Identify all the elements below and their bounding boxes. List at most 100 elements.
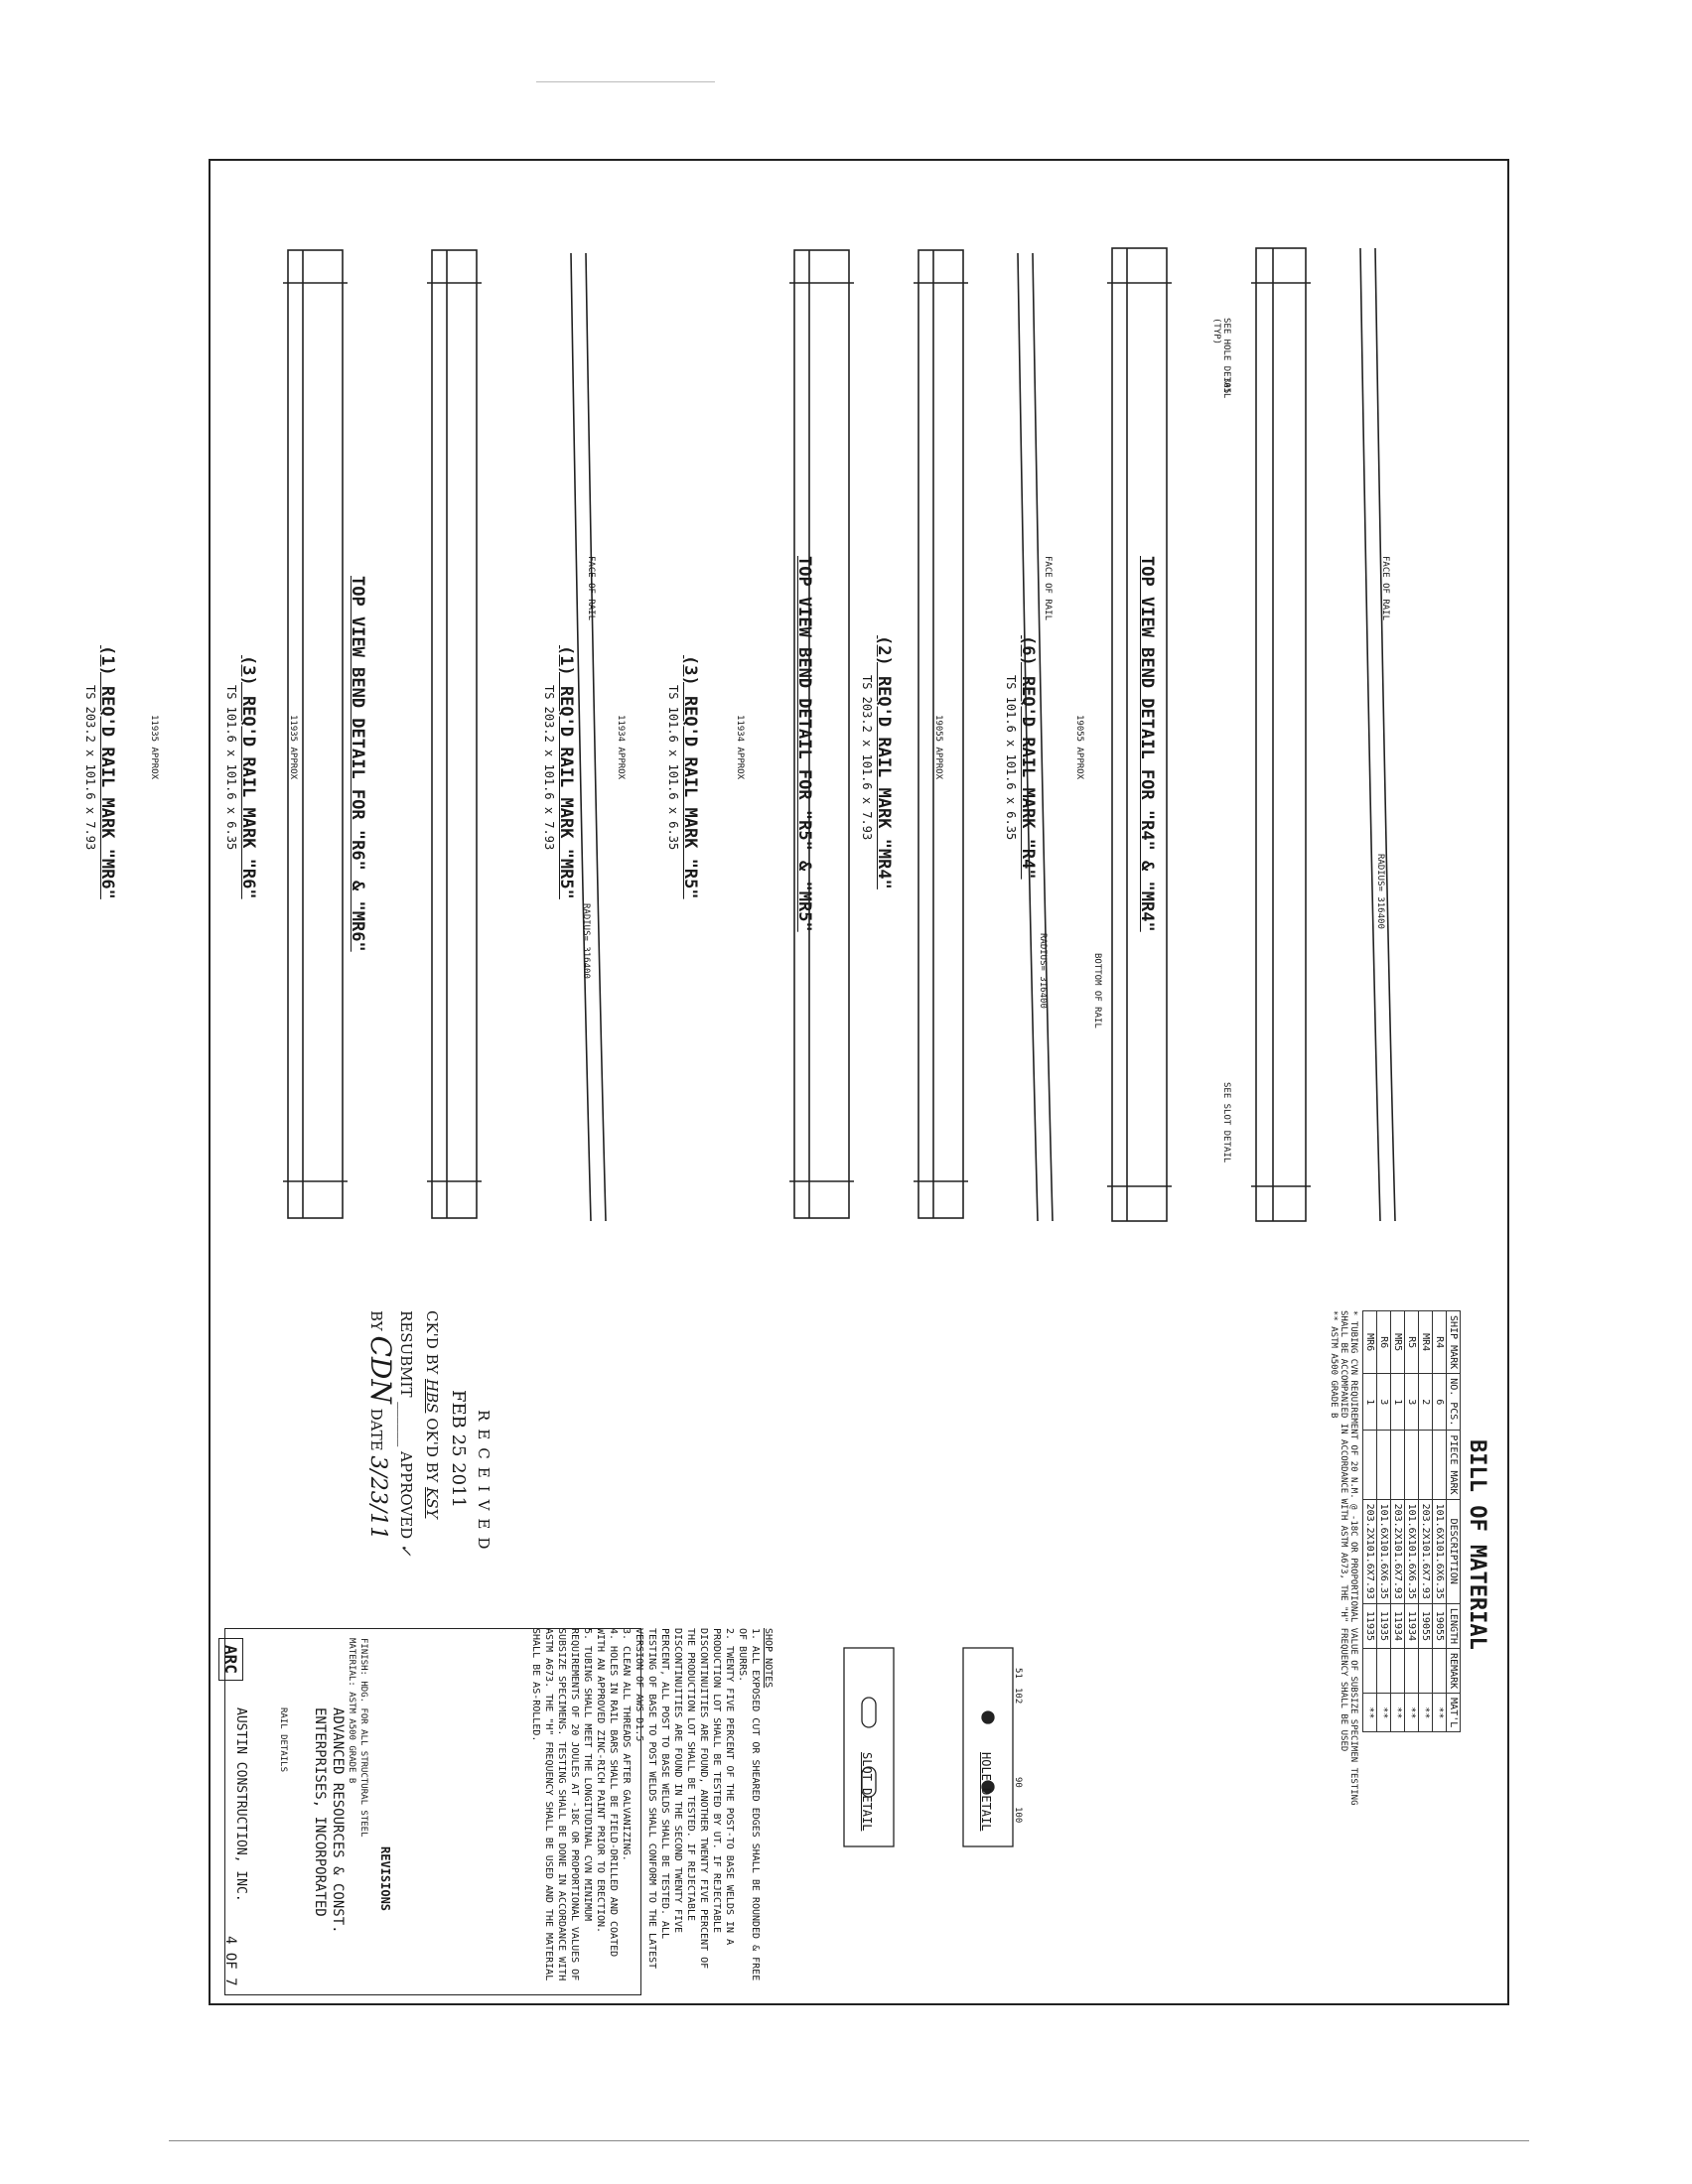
stamp-ckd-label: CK'D BY bbox=[423, 1310, 441, 1375]
rail-size-mr5: TS 203.2 x 101.6 x 7.93 bbox=[542, 685, 556, 851]
stamp-okd-label: OK'D BY bbox=[423, 1418, 441, 1483]
company-line-1: ADVANCED RESOURCES & CONST. bbox=[330, 1707, 346, 1934]
drawing-border bbox=[209, 159, 1509, 2005]
finish-block: FINISH: HDG. FOR ALL STRUCTURAL STEEL MA… bbox=[347, 1638, 368, 1838]
rail-size-r4: TS 101.6 x 101.6 x 6.35 bbox=[1004, 675, 1018, 841]
bom-header-remark: REMARK bbox=[1446, 1648, 1461, 1694]
bom-header-piecemark: PIECE MARK bbox=[1446, 1430, 1461, 1500]
dim-102: 102 bbox=[1013, 1688, 1023, 1705]
sheet-number: 4 OF 7 bbox=[222, 1936, 238, 1986]
rail-length-mr6: 11935 APPROX bbox=[149, 715, 159, 780]
bend-curve-r6 bbox=[585, 252, 607, 1222]
stamp-date-label: DATE bbox=[367, 1408, 385, 1451]
stamp-okd-value: KSY bbox=[423, 1487, 441, 1519]
face-of-rail-r5: FACE OF RAIL bbox=[1043, 556, 1053, 621]
rail-mr4 bbox=[1111, 247, 1168, 1222]
rail-elevations bbox=[283, 247, 1396, 1222]
shop-notes-title: SHOP NOTES bbox=[763, 1628, 774, 1689]
rail-length-r5: 11934 APPROX bbox=[735, 715, 745, 780]
rail-size-mr6: TS 203.2 x 101.6 x 7.93 bbox=[83, 685, 97, 851]
shop-note-1: 1. ALL EXPOSED CUT OR SHEARED EDGES SHAL… bbox=[737, 1628, 761, 1981]
dim-51: 51 bbox=[1013, 1668, 1023, 1679]
rail-mark-mr4: (2) REQ'D RAIL MARK "MR4" bbox=[874, 635, 894, 889]
dim-90: 90 bbox=[1013, 1777, 1023, 1788]
rail-mark-mr5: (1) REQ'D RAIL MARK "MR5" bbox=[556, 645, 576, 899]
scan-artifact-bottom bbox=[169, 2140, 1529, 2141]
bend-title-r5: TOP VIEW BEND DETAIL FOR "R5" & "MR5" bbox=[794, 556, 814, 932]
logo: ARC bbox=[218, 1638, 243, 1681]
rail-mark-r5: (3) REQ'D RAIL MARK "R5" bbox=[680, 655, 700, 899]
bend-title-r4: TOP VIEW BEND DETAIL FOR "R4" & "MR4" bbox=[1137, 556, 1157, 932]
dim-100: 100 bbox=[1013, 1807, 1023, 1824]
stamp-received: RECEIVED bbox=[475, 1410, 493, 1558]
stamp-date-value: 3/23/11 bbox=[365, 1455, 390, 1541]
bom-note-1: * TUBING CVN REQUIREMENT OF 20 N.M. @ -1… bbox=[1339, 1310, 1358, 1806]
bend-title-r6: TOP VIEW BEND DETAIL FOR "R6" & "MR6" bbox=[348, 576, 367, 952]
bend-curve-r5 bbox=[1032, 252, 1054, 1222]
radius-r5: RADIUS= 316400 bbox=[1038, 933, 1048, 1009]
bom-section: BILL OF MATERIAL SHIP MARK NO. PCS. PIEC… bbox=[1329, 1310, 1489, 1827]
finish-label: FINISH bbox=[358, 1638, 368, 1671]
hole-slot-details bbox=[843, 1647, 1014, 1847]
bom-header-length: LENGTH bbox=[1446, 1603, 1461, 1649]
scan-artifact-top bbox=[536, 81, 715, 82]
radius-r4: RADIUS= 316400 bbox=[1375, 854, 1385, 929]
rail-r4 bbox=[1255, 247, 1307, 1222]
rail-length-mr4: 19055 APPROX bbox=[933, 715, 943, 780]
rail-mark-mr6: (1) REQ'D RAIL MARK "MR6" bbox=[97, 645, 117, 899]
rail-mark-r6: (3) REQ'D RAIL MARK "R6" bbox=[238, 655, 258, 899]
rail-mr6 bbox=[287, 249, 344, 1219]
rail-length-r4: 19055 APPROX bbox=[1074, 715, 1084, 780]
stamp-date: FEB 25 2011 bbox=[448, 1390, 469, 1509]
material-value: ASTM A500 GRADE B bbox=[347, 1692, 356, 1784]
stamp-by-label: BY bbox=[367, 1310, 385, 1331]
stamp-by-value: CDN bbox=[364, 1335, 397, 1404]
bom-header-matl: MAT'L bbox=[1446, 1693, 1461, 1732]
rail-length-r6: 11935 APPROX bbox=[288, 715, 298, 780]
bom-header-pcs: NO. PCS. bbox=[1446, 1373, 1461, 1431]
company-line-2: ENTERPRISES, INCORPORATED bbox=[312, 1707, 328, 1917]
face-of-rail-r6: FACE OF RAIL bbox=[586, 556, 596, 621]
radius-r6: RADIUS= 316400 bbox=[581, 903, 591, 979]
bom-header-desc: DESCRIPTION bbox=[1446, 1499, 1461, 1604]
rail-size-mr4: TS 203.2 x 101.6 x 7.93 bbox=[860, 675, 874, 841]
stamp-resubmit: RESUBMIT bbox=[397, 1310, 415, 1398]
rail-size-r6: TS 101.6 x 101.6 x 6.35 bbox=[224, 685, 238, 851]
bom-header-shipmark: SHIP MARK bbox=[1446, 1310, 1461, 1374]
rail-r6 bbox=[431, 249, 478, 1219]
hole-detail-title: HOLE DETAIL bbox=[979, 1752, 993, 1832]
stamp-ckd-line: CK'D BY HBS OK'D BY KSY bbox=[419, 1310, 445, 1557]
stamp-ckd-value: HBS bbox=[423, 1379, 441, 1414]
rail-mark-r4: (6) REQ'D RAIL MARK "R4" bbox=[1018, 635, 1038, 880]
rail-mr5 bbox=[793, 249, 850, 1219]
title-block bbox=[224, 1628, 641, 1995]
dim-end-r4: 305 bbox=[1221, 377, 1231, 394]
rail-size-r5: TS 101.6 x 101.6 x 6.35 bbox=[666, 685, 680, 851]
bom-title: BILL OF MATERIAL bbox=[1465, 1439, 1489, 1650]
slot-detail-title: SLOT DETAIL bbox=[860, 1752, 874, 1832]
typ-r4: (TYP) bbox=[1211, 318, 1221, 345]
bottom-of-rail-r4: BOTTOM OF RAIL bbox=[1092, 953, 1102, 1028]
bom-note-2: ** ASTM A500 GRADE B bbox=[1329, 1310, 1339, 1419]
material-label: MATERIAL bbox=[347, 1638, 356, 1682]
slot-note-r4: SEE SLOT DETAIL bbox=[1221, 1082, 1231, 1163]
revisions-title: REVISIONS bbox=[378, 1846, 392, 1912]
stamp-approved: APPROVED bbox=[397, 1451, 415, 1540]
rail-length-mr5: 11934 APPROX bbox=[616, 715, 626, 780]
sheet-title: RAIL DETAILS bbox=[278, 1707, 288, 1773]
stamp-by-line: BY CDN DATE 3/23/11 bbox=[363, 1310, 397, 1557]
received-stamp: RECEIVED FEB 25 2011 CK'D BY HBS OK'D BY… bbox=[363, 1310, 496, 1557]
shop-note-2: 2. TWENTY FIVE PERCENT OF THE POST-TO BA… bbox=[634, 1628, 735, 1970]
finish-value: HDG. FOR ALL STRUCTURAL STEEL bbox=[358, 1681, 368, 1838]
client-name: AUSTIN CONSTRUCTION, INC. bbox=[233, 1707, 248, 1902]
face-of-rail-r4: FACE OF RAIL bbox=[1380, 556, 1390, 621]
bom-table: SHIP MARK NO. PCS. PIECE MARK DESCRIPTIO… bbox=[1362, 1310, 1461, 1732]
bend-curve-r4 bbox=[1374, 247, 1396, 1222]
rail-r5 bbox=[917, 249, 964, 1219]
